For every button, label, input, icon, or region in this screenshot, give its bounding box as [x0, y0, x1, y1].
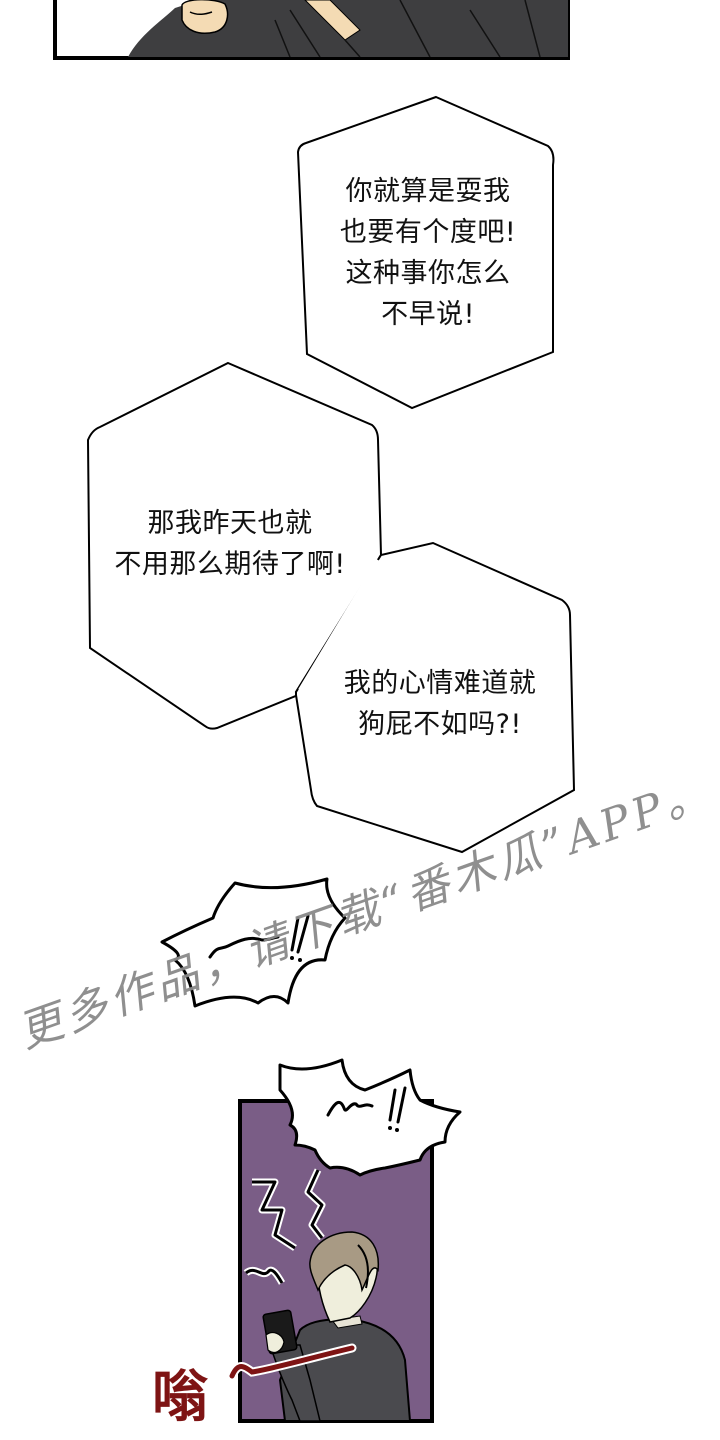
- shout-bubble-1: [160, 877, 347, 1008]
- speech-bubble-2: [86, 361, 383, 730]
- bubble-1-text: 你就算是耍我 也要有个度吧! 这种事你怎么 不早说!: [339, 176, 517, 330]
- speech-bubble-1: [296, 95, 555, 410]
- sound-effect-text: 嗡: [152, 1365, 208, 1430]
- speech-bubble-3: [295, 541, 576, 854]
- bubble-3-text: 我的心情难道就 狗屁不如吗?!: [343, 668, 537, 740]
- shout-bubble-2: [278, 1058, 462, 1177]
- bubble-2-text: 那我昨天也就 不用那么期待了啊!: [114, 508, 346, 580]
